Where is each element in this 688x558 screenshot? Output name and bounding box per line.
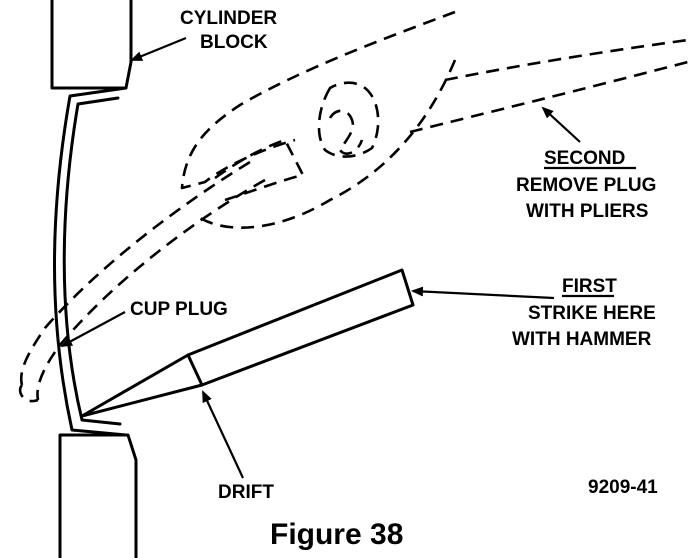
pliers-tip xyxy=(214,138,305,202)
figure-code: 9209-41 xyxy=(588,477,658,498)
pliers xyxy=(18,10,688,403)
cup-plug xyxy=(53,86,128,437)
cylinder-block-lower xyxy=(58,433,138,558)
arrow-cup-plug xyxy=(60,311,126,347)
label-first-line2: WITH HAMMER xyxy=(512,329,652,350)
label-cup-plug: CUP PLUG xyxy=(130,299,228,320)
cup-plug-inner xyxy=(62,96,122,426)
label-cylinder: CYLINDER xyxy=(180,8,277,29)
arrow-second xyxy=(541,106,581,143)
label-block: BLOCK xyxy=(200,32,268,53)
pliers-hook-body-2 xyxy=(36,178,266,401)
pliers-hook-end xyxy=(18,384,39,403)
pliers-pivot xyxy=(317,81,380,158)
pliers-hook-body xyxy=(19,160,251,386)
label-first-line1: STRIKE HERE xyxy=(528,303,656,324)
arrow-first xyxy=(411,286,555,300)
label-drift: DRIFT xyxy=(218,482,274,503)
leader-arrows xyxy=(60,36,581,479)
drift xyxy=(80,268,415,418)
pliers-jaw-lower xyxy=(199,59,457,229)
arrow-drift xyxy=(202,390,244,479)
figure-caption: Figure 38 xyxy=(270,518,403,551)
label-second-line1: REMOVE PLUG xyxy=(516,175,656,196)
label-second-title: SECOND xyxy=(544,148,625,169)
drift-edge xyxy=(186,353,204,387)
label-second-line2: WITH PLIERS xyxy=(526,201,648,222)
cylinder-block-upper xyxy=(50,0,133,90)
arrow-cylinder-block xyxy=(130,36,187,62)
pliers-handle-lower xyxy=(409,60,688,134)
label-first-title: FIRST xyxy=(562,276,617,297)
pliers-handle-upper xyxy=(444,38,688,82)
pliers-pivot-pin xyxy=(328,109,364,155)
